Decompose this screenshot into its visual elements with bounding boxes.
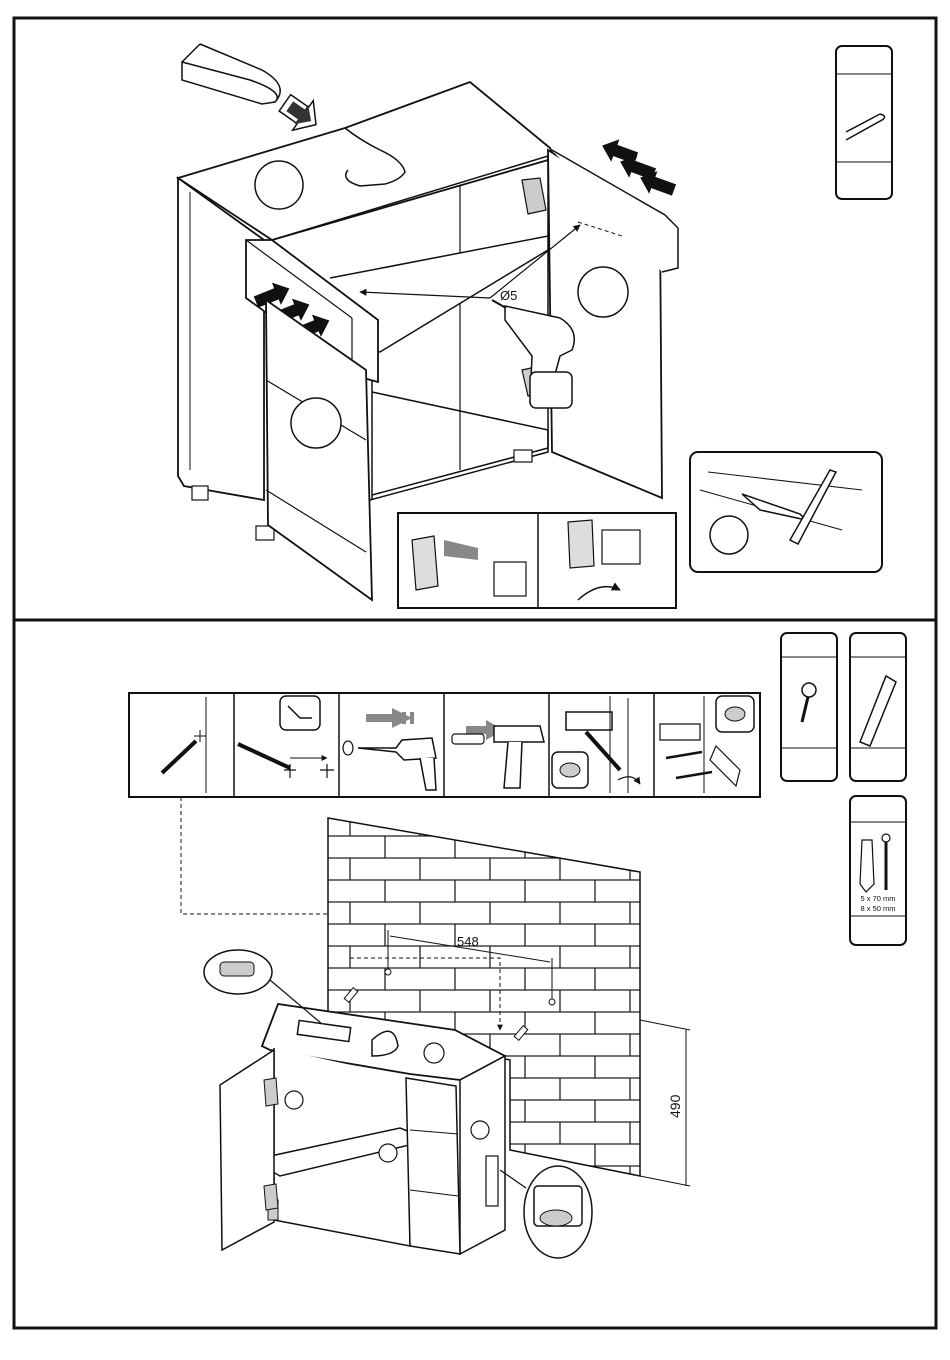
latch-detail-callout <box>500 1166 592 1258</box>
part-marker-circle <box>285 1091 303 1109</box>
screw-icon <box>802 683 816 697</box>
right-door <box>406 1078 460 1254</box>
hinge-icon <box>522 178 546 214</box>
parts-box-cutout-strip <box>836 46 892 199</box>
dimension-label-548: 548 <box>457 934 479 949</box>
top-panel: Ø5 <box>178 44 892 608</box>
parts-box-wall-bracket <box>850 633 906 781</box>
cutter-inset <box>690 452 882 572</box>
remove-arrow-icon <box>275 88 327 139</box>
part-marker-circle <box>710 516 748 554</box>
dimension-label-490: 490 <box>667 1094 683 1118</box>
bottom-panel: 548 490 <box>129 633 906 1258</box>
hinge-icon <box>264 1184 278 1210</box>
hinge-inset <box>398 513 676 608</box>
part-marker-circle <box>291 398 341 448</box>
part-marker-circle <box>471 1121 489 1139</box>
cutout-piece <box>182 44 280 104</box>
screw-spec-label: 8 x 50 mm <box>860 904 895 913</box>
part-marker-circle <box>379 1144 397 1162</box>
mounted-cabinet <box>220 1004 505 1254</box>
leader-line <box>181 797 350 980</box>
part-marker-circle <box>255 161 303 209</box>
drill-diameter-label: Ø5 <box>500 288 517 303</box>
latch-icon <box>486 1156 498 1206</box>
parts-box-screw <box>781 633 837 781</box>
part-marker-circle <box>578 267 628 317</box>
dowel-icon <box>860 840 874 892</box>
hinge-icon <box>264 1078 278 1106</box>
parts-box-dowel-screw: 5 x 70 mm 8 x 50 mm <box>850 796 906 945</box>
part-marker-circle <box>424 1043 444 1063</box>
instruction-strip <box>129 693 760 797</box>
dowel-spec-label: 5 x 70 mm <box>860 894 895 903</box>
